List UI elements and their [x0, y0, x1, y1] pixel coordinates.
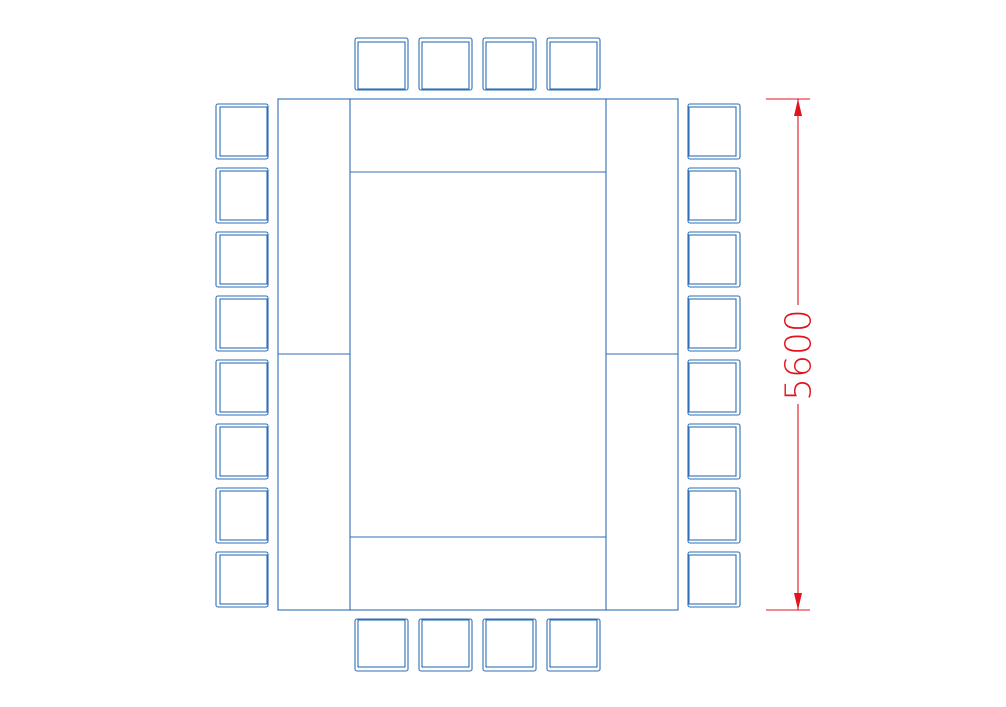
- chair-outline: [354, 37, 409, 91]
- chair-outline: [546, 37, 601, 91]
- chair-seat: [219, 106, 268, 157]
- chair-bottom-1: [354, 618, 409, 672]
- chair-seat: [421, 619, 470, 668]
- chair-outline: [215, 231, 269, 288]
- chair-outline: [687, 167, 741, 224]
- chair-left-3: [215, 231, 269, 288]
- chair-outline: [215, 167, 269, 224]
- chair-top-1: [354, 37, 409, 91]
- chair-right-8: [687, 551, 741, 608]
- chair-outline: [215, 359, 269, 416]
- chair-outline: [482, 618, 537, 672]
- chair-seat: [219, 234, 268, 285]
- chair-left-2: [215, 167, 269, 224]
- chair-bottom-2: [418, 618, 473, 672]
- chair-seat: [485, 41, 534, 90]
- chair-bottom-3: [482, 618, 537, 672]
- chair-outline: [687, 231, 741, 288]
- chair-outline: [546, 618, 601, 672]
- chair-right-3: [687, 231, 741, 288]
- chair-top-3: [482, 37, 537, 91]
- chair-top-2: [418, 37, 473, 91]
- chair-left-6: [215, 423, 269, 480]
- chair-outline: [687, 103, 741, 160]
- chair-seat: [219, 554, 268, 605]
- chair-outline: [482, 37, 537, 91]
- chair-outline: [687, 295, 741, 352]
- dimension-label: 5600: [779, 309, 820, 401]
- chair-outline: [687, 359, 741, 416]
- chair-right-6: [687, 423, 741, 480]
- chair-outline: [687, 423, 741, 480]
- chair-seat: [219, 490, 268, 541]
- chair-seat: [219, 362, 268, 413]
- conference-table: [277, 98, 679, 611]
- chair-seat: [688, 170, 737, 221]
- chair-right-1: [687, 103, 741, 160]
- chair-seat: [485, 619, 534, 668]
- chair-outline: [687, 487, 741, 544]
- chair-top-4: [546, 37, 601, 91]
- chair-seat: [219, 170, 268, 221]
- chair-seat: [549, 41, 598, 90]
- chair-seat: [219, 426, 268, 477]
- chair-seat: [688, 362, 737, 413]
- chair-seat: [219, 298, 268, 349]
- chair-seat: [357, 41, 406, 90]
- chair-outline: [418, 37, 473, 91]
- chair-seat: [688, 554, 737, 605]
- chair-outline: [687, 551, 741, 608]
- chair-outline: [354, 618, 409, 672]
- chair-right-4: [687, 295, 741, 352]
- chair-seat: [688, 298, 737, 349]
- chair-seat: [357, 619, 406, 668]
- chair-seat: [688, 106, 737, 157]
- chair-outline: [215, 295, 269, 352]
- chair-left-5: [215, 359, 269, 416]
- chair-outline: [418, 618, 473, 672]
- chair-left-1: [215, 103, 269, 160]
- chair-right-5: [687, 359, 741, 416]
- chair-bottom-4: [546, 618, 601, 672]
- chair-seat: [688, 426, 737, 477]
- chairs: [215, 37, 741, 672]
- chair-left-8: [215, 551, 269, 608]
- chair-seat: [688, 490, 737, 541]
- chair-outline: [215, 487, 269, 544]
- chair-right-2: [687, 167, 741, 224]
- chair-outline: [215, 423, 269, 480]
- chair-seat: [421, 41, 470, 90]
- dimension-arrow-bottom: [794, 593, 802, 610]
- chair-left-4: [215, 295, 269, 352]
- dimension-line: 5600: [766, 98, 820, 611]
- dimension-arrow-top: [794, 99, 802, 116]
- chair-seat: [549, 619, 598, 668]
- chair-seat: [688, 234, 737, 285]
- chair-left-7: [215, 487, 269, 544]
- chair-outline: [215, 551, 269, 608]
- chair-right-7: [687, 487, 741, 544]
- chair-outline: [215, 103, 269, 160]
